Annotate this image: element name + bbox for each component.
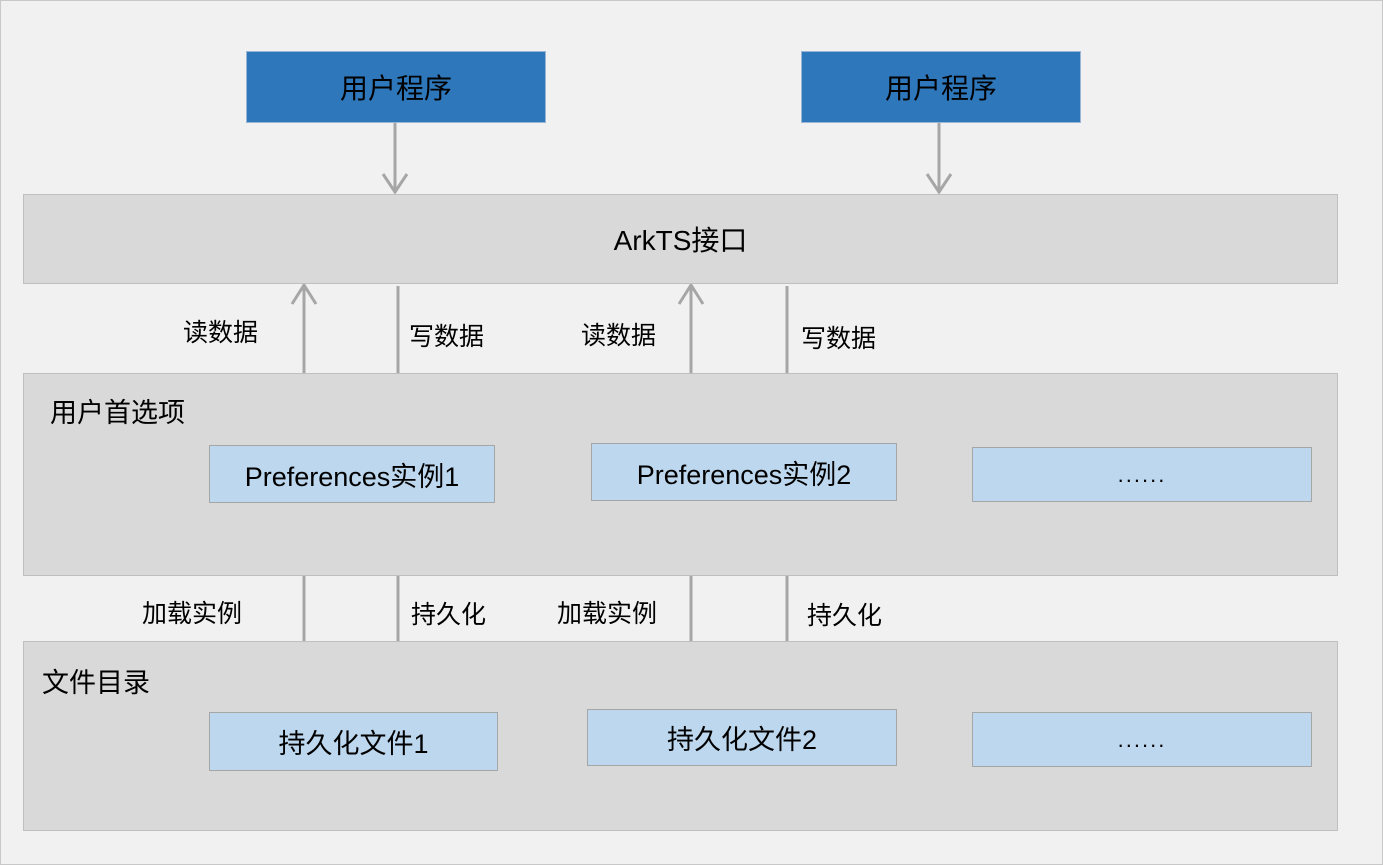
edge-label-read-data-2: 读数据 — [581, 322, 657, 350]
arrow-head-read2 — [677, 282, 705, 305]
user-program-label-1: 用户程序 — [339, 73, 452, 104]
preferences-instance-1[interactable]: Preferences实例1 — [209, 445, 495, 503]
arrow-head-user1 — [381, 173, 409, 195]
arrow-head-user2 — [925, 173, 953, 195]
file-directory-title: 文件目录 — [42, 668, 150, 698]
persistent-file-2[interactable]: 持久化文件2 — [587, 709, 897, 766]
preferences-instance-2[interactable]: Preferences实例2 — [591, 443, 897, 501]
edge-label-write-data-2: 写数据 — [801, 325, 877, 353]
edge-label-load-instance-1: 加载实例 — [142, 600, 243, 628]
persistent-file-2-label: 持久化文件2 — [666, 725, 818, 755]
preferences-instance-1-label: Preferences实例1 — [244, 461, 460, 492]
persistent-file-more[interactable]: ...... — [972, 712, 1312, 767]
persistent-file-1-label: 持久化文件1 — [278, 729, 429, 759]
persistent-file-more-label: ...... — [1117, 726, 1167, 752]
edge-label-write-data-1: 写数据 — [409, 323, 485, 351]
user-program-label-2: 用户程序 — [884, 73, 997, 104]
preferences-instance-2-label: Preferences实例2 — [636, 459, 852, 490]
persistent-file-1[interactable]: 持久化文件1 — [209, 712, 498, 771]
preferences-instance-more-label: ...... — [1117, 461, 1167, 487]
edge-label-read-data-1: 读数据 — [183, 319, 259, 347]
edge-label-persist-1: 持久化 — [411, 601, 487, 629]
preferences-instance-more[interactable]: ...... — [972, 447, 1312, 502]
edge-label-persist-2: 持久化 — [807, 602, 883, 630]
arkts-interface-label: ArkTS接口 — [613, 225, 748, 256]
edge-label-load-instance-2: 加载实例 — [557, 600, 658, 628]
arrow-head-read1 — [290, 282, 318, 305]
arkts-interface-layer[interactable]: ArkTS接口 — [23, 194, 1338, 284]
user-program-box-2[interactable]: 用户程序 — [801, 51, 1081, 123]
user-program-box-1[interactable]: 用户程序 — [246, 51, 546, 123]
user-preferences-title: 用户首选项 — [50, 398, 185, 428]
